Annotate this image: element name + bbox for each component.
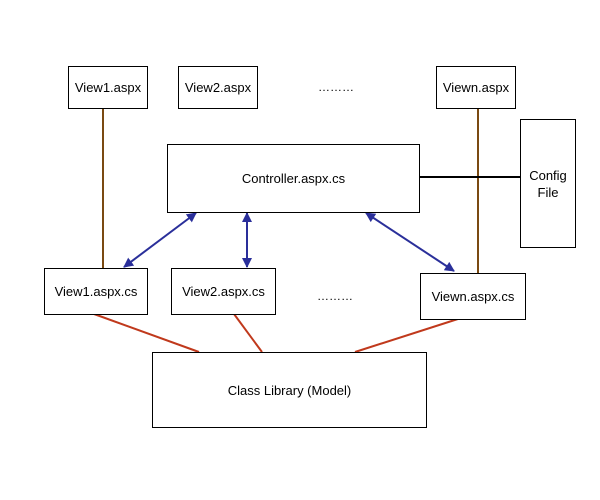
view2-aspx-label: View2.aspx xyxy=(184,80,252,95)
config-label-line1: Config xyxy=(529,167,567,183)
aspx-views-ellipsis: ……… xyxy=(318,80,354,94)
link-view1-cs-to-model xyxy=(93,313,200,353)
view2-aspx-box: View2.aspx xyxy=(178,66,258,109)
controller-label: Controller.aspx.cs xyxy=(241,171,346,186)
controller-box: Controller.aspx.cs xyxy=(167,144,420,213)
class-library-model-box: Class Library (Model) xyxy=(152,352,427,428)
view1-aspx-label: View1.aspx xyxy=(74,80,142,95)
view2-cs-label: View2.aspx.cs xyxy=(182,284,265,299)
viewn-aspx-label: Viewn.aspx xyxy=(442,80,510,95)
viewn-cs-label: Viewn.aspx.cs xyxy=(431,289,515,304)
view1-cs-label: View1.aspx.cs xyxy=(54,284,138,299)
view2-cs-box: View2.aspx.cs xyxy=(171,268,276,315)
arrow-controller-viewn-cs xyxy=(365,212,455,272)
link-view2-cs-to-model xyxy=(233,313,263,353)
config-file-box: Config File xyxy=(520,119,576,248)
config-label-line2: File xyxy=(537,184,559,200)
viewn-aspx-box: Viewn.aspx xyxy=(436,66,516,109)
link-viewn-cs-to-model xyxy=(354,317,462,353)
model-label: Class Library (Model) xyxy=(227,382,352,398)
view1-aspx-box: View1.aspx xyxy=(68,66,148,109)
view1-cs-box: View1.aspx.cs xyxy=(44,268,148,315)
viewn-cs-box: Viewn.aspx.cs xyxy=(420,273,526,320)
arrow-controller-view1-cs xyxy=(123,212,197,268)
codebehind-views-ellipsis: ……… xyxy=(317,289,353,303)
